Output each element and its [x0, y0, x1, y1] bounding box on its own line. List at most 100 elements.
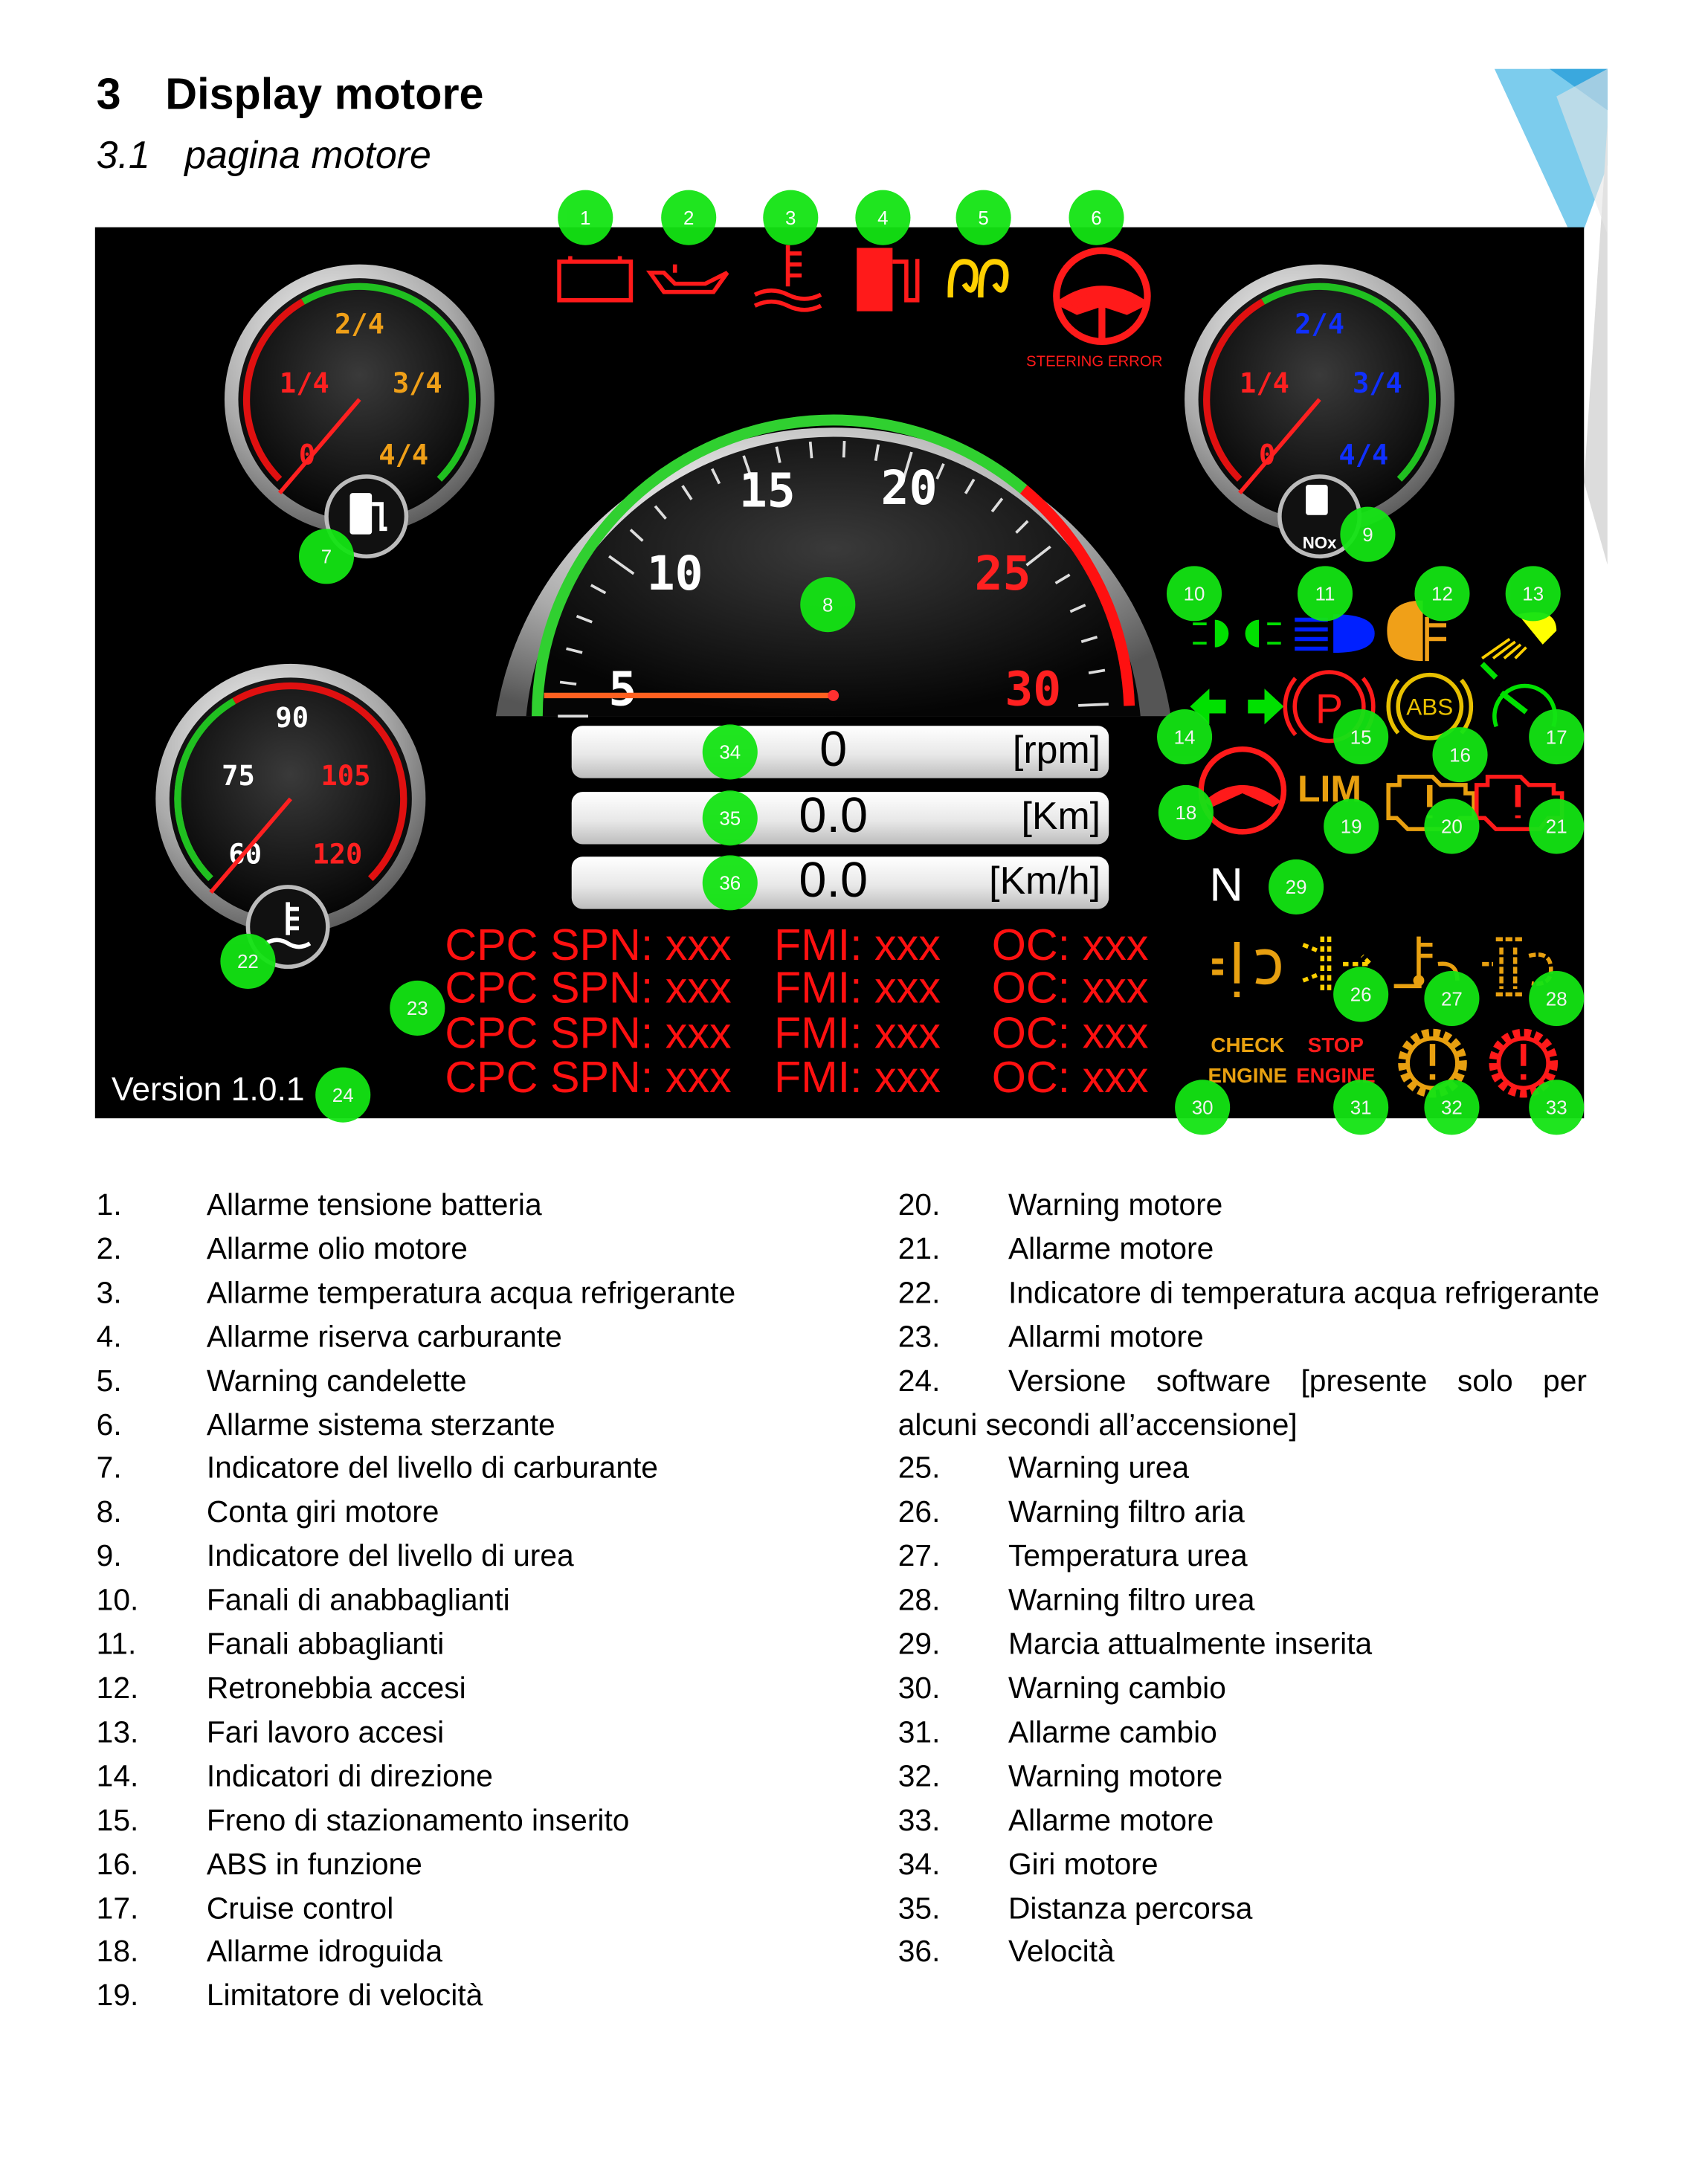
error-spn: CPC SPN: xxx [445, 962, 732, 1013]
tachometer-label: 15 [739, 464, 796, 518]
legend-number: 29. [897, 1626, 941, 1662]
callout-marker: 16 [1432, 727, 1488, 783]
callout-marker: 14 [1157, 709, 1213, 765]
urea-gauge-high-arc [1261, 283, 1437, 482]
legend-number: 11. [96, 1626, 137, 1662]
urea-pump-icon [1306, 485, 1328, 515]
callout-marker: 17 [1529, 709, 1585, 765]
rpm-readout: 0 [rpm] [571, 720, 1109, 778]
urea-gauge-label: 4/4 [1338, 439, 1388, 471]
engine-warning-icon [1386, 774, 1476, 831]
callout-marker: 31 [1333, 1080, 1389, 1135]
legend-text: Marcia attualmente inserita [1008, 1626, 1373, 1662]
legend-item: 10.Fanali di anabbaglianti [97, 1578, 735, 1622]
rpm-value: 0 [819, 720, 848, 777]
legend-number: 6. [96, 1407, 122, 1442]
legend-item: 1.Allarme tensione batteria [97, 1183, 735, 1227]
urea-gauge-label: 2/4 [1295, 308, 1344, 340]
temp-gauge-label: 105 [321, 760, 371, 792]
fuel-gauge-high-arc [301, 283, 476, 482]
temp-gauge-label: 75 [222, 760, 255, 792]
legend-text: Allarme idroguida [206, 1934, 442, 1969]
legend-item: 12.Retronebbia accesi [97, 1666, 735, 1710]
legend-item: 29. Marcia attualmente inserita [898, 1622, 1599, 1666]
glow-plug-icon [947, 259, 1009, 298]
tachometer-tick [775, 446, 782, 463]
tachometer-tick [654, 505, 667, 520]
abs-icon [1396, 672, 1464, 741]
fuel-gauge-low-arc [242, 298, 305, 482]
legend-item: 23.Allarmi motore [898, 1315, 1599, 1359]
legend-number: 2. [96, 1230, 122, 1266]
legend-text: Indicatore del livello di urea [206, 1538, 574, 1573]
fuel-pump-icon [349, 493, 373, 535]
legend-number: 31. [897, 1714, 941, 1749]
legend-number: 27. [897, 1538, 941, 1573]
callout-marker: 2 [661, 190, 717, 245]
legend-number: 28. [897, 1582, 941, 1618]
tachometer-tick [1015, 520, 1029, 534]
legend-number: 26. [897, 1494, 941, 1529]
legend-item: 16.ABS in funzione [97, 1842, 735, 1886]
callout-marker: 12 [1414, 566, 1470, 622]
legend-item: 24.Versione software [presente solo per … [898, 1359, 1587, 1447]
callout-marker: 29 [1269, 859, 1324, 914]
speed-readout: 0.0 [Km/h] [571, 851, 1109, 909]
tachometer-tick [742, 455, 755, 485]
tachometer-tick [964, 478, 976, 494]
legend-text: Warning filtro urea [1008, 1582, 1255, 1618]
legend-number: 16. [96, 1846, 139, 1881]
legend-item: 2.Allarme olio motore [97, 1227, 735, 1271]
legend-text: Warning urea [1008, 1451, 1190, 1485]
transmission-engine-alarm-icon [1489, 1028, 1559, 1098]
legend-item: 25.Warning urea [898, 1447, 1599, 1491]
callout-marker: 21 [1529, 799, 1585, 854]
callout-marker: 7 [298, 529, 355, 584]
legend-text: Indicatori di direzione [206, 1758, 493, 1793]
error-fmi: FMI: xxx [774, 1052, 941, 1102]
tachometer-label: 30 [1005, 662, 1061, 716]
legend-item: 13.Fari lavoro accesi [97, 1710, 735, 1754]
tachometer-tick [559, 680, 577, 686]
legend-text: Indicatore di temperatura acqua refriger… [1008, 1274, 1600, 1310]
tachometer-red-arc [1019, 485, 1135, 706]
legend-text: Warning motore [1008, 1758, 1223, 1793]
temp-gauge-needle [209, 797, 292, 894]
legend-number: 5. [96, 1363, 122, 1398]
legend-item: 28. Warning filtro urea [898, 1578, 1599, 1622]
legend-text: Allarmi motore [1008, 1319, 1204, 1354]
tachometer-tick [1025, 545, 1051, 567]
legend-item: 8.Conta giri motore [97, 1491, 735, 1535]
callout-marker: 3 [763, 190, 819, 245]
legend-number: 12. [96, 1670, 139, 1706]
legend-number: 36. [897, 1934, 941, 1969]
legend-item: 3.Allarme temperatura acqua refrigerante [97, 1271, 735, 1314]
legend-item: 5.Warning candelette [97, 1359, 735, 1403]
tachometer-face [526, 436, 1141, 717]
callout-marker: 9 [1340, 506, 1396, 562]
fuel-gauge-needle [277, 398, 361, 494]
tachometer-label: 5 [608, 662, 637, 716]
tachometer-tick [629, 529, 644, 542]
fuel-pump-hose-icon [372, 502, 387, 532]
fuel-gauge-label: 1/4 [280, 367, 329, 399]
temp-gauge-label: 120 [312, 838, 362, 870]
legend-text: Distanza percorsa [1008, 1890, 1253, 1925]
legend-text: Conta giri motore [206, 1494, 439, 1529]
legend-number: 3. [96, 1274, 122, 1310]
work-light-rays-icon [1481, 637, 1527, 659]
tachometer-hub [828, 690, 840, 701]
tachometer-tick [901, 451, 913, 482]
callout-marker: 36 [702, 855, 758, 911]
legend-number: 30. [897, 1670, 941, 1706]
legend-number: 9. [96, 1538, 122, 1573]
tachometer-tick [808, 441, 813, 459]
check-engine-label: ENGINE [1208, 1064, 1288, 1088]
urea-gauge-label: 1/4 [1240, 367, 1289, 399]
tachometer-label: 10 [647, 546, 703, 601]
high-beam-rays-icon [1295, 617, 1328, 651]
error-spn: CPC SPN: xxx [445, 1052, 732, 1102]
legend-item: 17.Cruise control [97, 1886, 735, 1930]
section-title: Display motore [165, 68, 484, 119]
